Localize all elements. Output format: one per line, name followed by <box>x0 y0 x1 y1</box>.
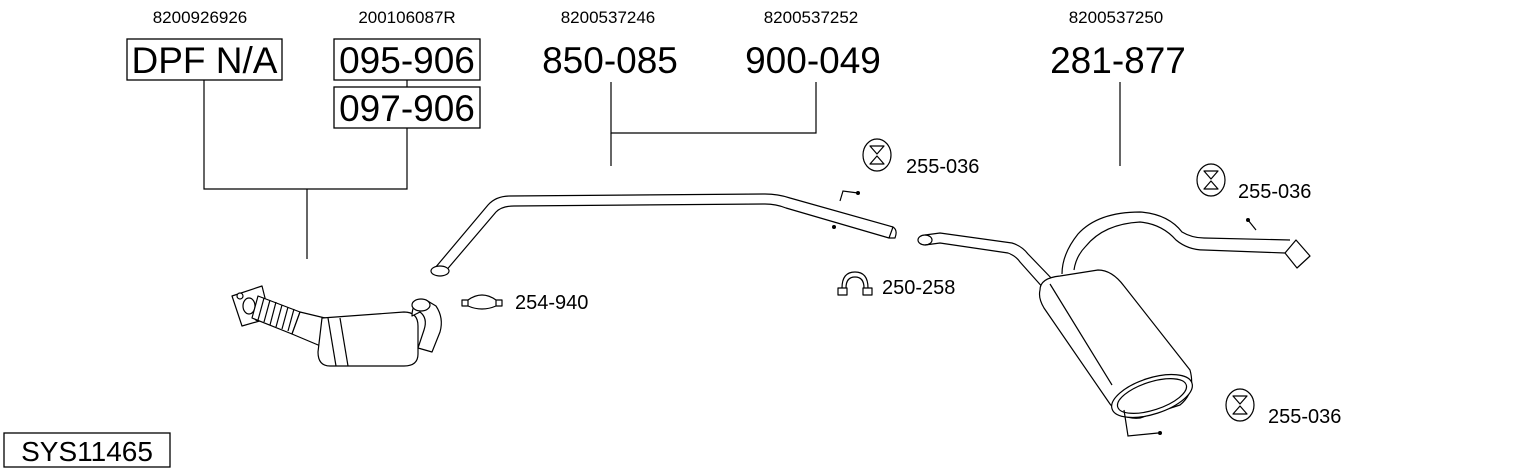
oe-number-mid-pipe: 8200537252 <box>764 8 859 27</box>
clamp-label-right: 250-258 <box>882 277 955 299</box>
oe-number-rear-silencer: 8200537250 <box>1069 8 1164 27</box>
system-id-box <box>3 432 171 468</box>
rear-silencer-drawing[interactable] <box>917 211 1311 437</box>
hanger-label-right: 255-036 <box>1238 181 1311 203</box>
hanger-label-top: 255-036 <box>906 156 979 178</box>
part-number-mid-pipe[interactable]: 900-049 <box>745 40 881 81</box>
part-number-catalyst-a[interactable]: 095-906 <box>339 40 475 81</box>
catalyst-assembly-drawing[interactable] <box>231 285 442 367</box>
rubber-hanger-icon[interactable] <box>1196 163 1226 197</box>
connector-lines <box>203 80 1121 259</box>
part-box-dpf <box>126 38 283 81</box>
pipe-clamp-icon[interactable] <box>461 294 503 310</box>
rubber-hanger-icon[interactable] <box>1225 388 1255 422</box>
part-box-catalyst-a <box>333 38 481 81</box>
rubber-hanger-icon[interactable] <box>862 138 892 172</box>
pipe-clamp-icon[interactable] <box>837 271 873 296</box>
oe-number-catalyst: 200106087R <box>358 8 455 27</box>
part-number-catalyst-b[interactable]: 097-906 <box>339 88 475 129</box>
part-number-rear-silencer[interactable]: 281-877 <box>1050 40 1186 81</box>
part-number-dpf[interactable]: DPF N/A <box>132 40 278 81</box>
front-pipe-drawing[interactable] <box>430 190 897 277</box>
hanger-label-bottom: 255-036 <box>1268 406 1341 428</box>
part-number-front-pipe[interactable]: 850-085 <box>542 40 678 81</box>
clamp-label-left: 254-940 <box>515 292 588 314</box>
oe-number-front-pipe: 8200537246 <box>561 8 656 27</box>
oe-number-dpf: 8200926926 <box>153 8 248 27</box>
system-id: SYS11465 <box>21 436 153 467</box>
